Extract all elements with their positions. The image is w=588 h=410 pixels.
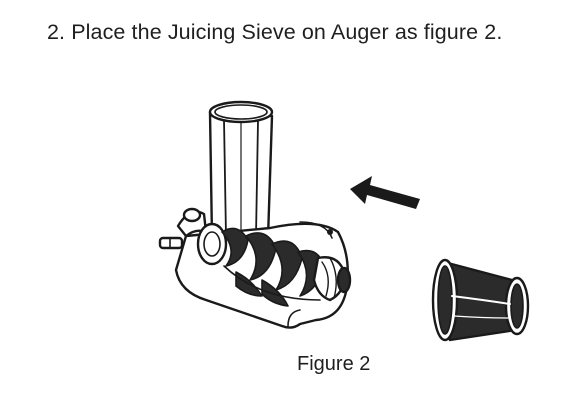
juicer-assembly [158,100,352,329]
juicing-sieve [431,258,530,342]
instruction-text: 2. Place the Juicing Sieve on Auger as f… [47,20,503,44]
figure-caption: Figure 2 [297,353,371,375]
direction-arrow [350,176,420,209]
